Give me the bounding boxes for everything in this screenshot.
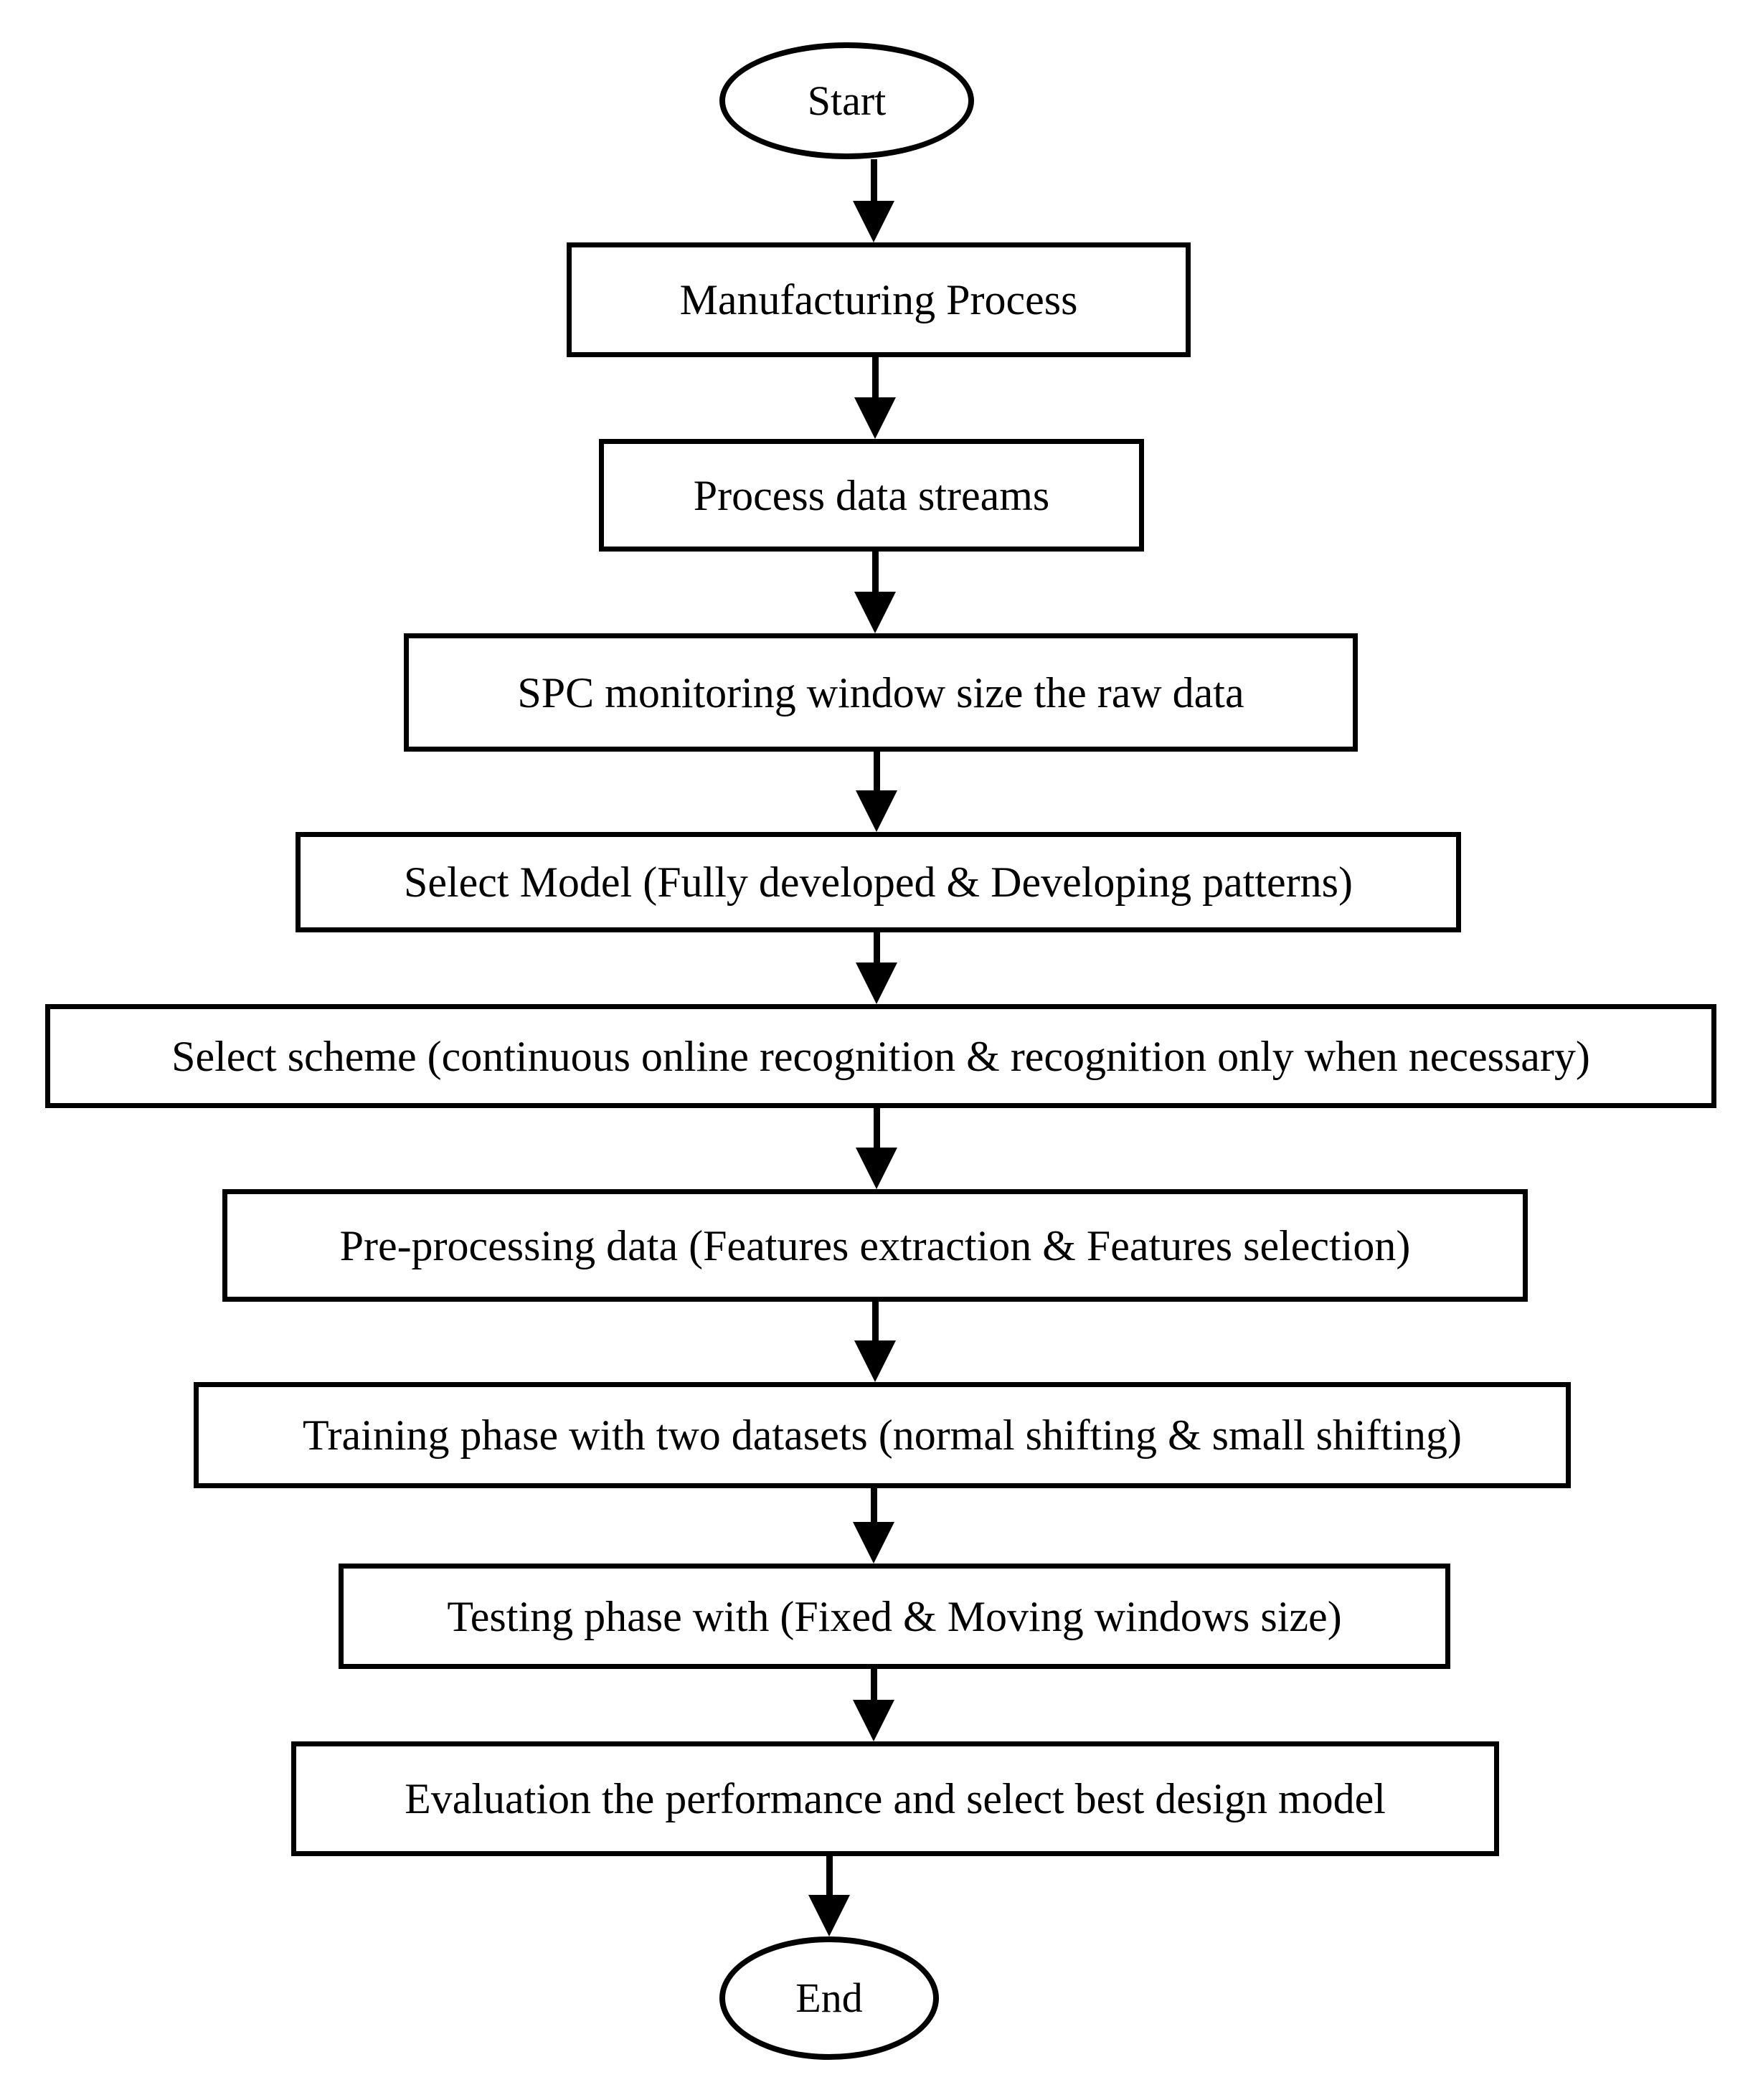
arrowhead-down-icon	[854, 1340, 896, 1382]
start-node: Start	[719, 42, 974, 159]
arrow-stem	[873, 752, 880, 790]
arrow-stem	[873, 932, 880, 962]
testing-phase-box: Testing phase with (Fixed & Moving windo…	[339, 1564, 1450, 1669]
arrowhead-down-icon	[856, 790, 897, 832]
arrow-stem	[871, 357, 879, 397]
arrowhead-down-icon	[853, 1522, 894, 1564]
flow-arrow-3	[854, 552, 897, 633]
select-scheme-box: Select scheme (continuous online recogni…	[45, 1004, 1716, 1108]
arrowhead-down-icon	[856, 1148, 897, 1189]
arrow-stem	[870, 1669, 877, 1700]
arrow-stem	[870, 1488, 877, 1522]
end-node: End	[719, 1936, 939, 2060]
flow-arrow-5	[855, 932, 898, 1004]
manufacturing-process-box: Manufacturing Process	[567, 242, 1191, 357]
evaluation-box: Evaluation the performance and select be…	[291, 1741, 1499, 1856]
select-model-box: Select Model (Fully developed & Developi…	[296, 832, 1461, 932]
arrow-stem	[871, 552, 879, 592]
arrowhead-down-icon	[853, 201, 894, 242]
arrowhead-down-icon	[854, 592, 896, 633]
arrow-stem	[873, 1108, 880, 1148]
flow-arrow-9	[852, 1669, 895, 1741]
arrowhead-down-icon	[808, 1895, 850, 1936]
flow-arrow-2	[854, 357, 897, 439]
arrowhead-down-icon	[854, 397, 896, 439]
spc-monitoring-box: SPC monitoring window size the raw data	[404, 633, 1358, 752]
pre-processing-box: Pre-processing data (Features extraction…	[222, 1189, 1528, 1302]
flow-arrow-1	[852, 159, 895, 242]
flow-arrow-6	[855, 1108, 898, 1189]
arrowhead-down-icon	[853, 1700, 894, 1741]
arrow-stem	[871, 1302, 879, 1340]
flow-arrow-10	[808, 1856, 851, 1936]
arrow-stem	[826, 1856, 833, 1895]
arrowhead-down-icon	[856, 962, 897, 1004]
flow-arrow-7	[854, 1302, 897, 1382]
flow-arrow-4	[855, 752, 898, 832]
training-phase-box: Training phase with two datasets (normal…	[194, 1382, 1571, 1488]
process-data-streams-box: Process data streams	[599, 439, 1144, 552]
flow-arrow-8	[852, 1488, 895, 1564]
arrow-stem	[870, 159, 877, 201]
